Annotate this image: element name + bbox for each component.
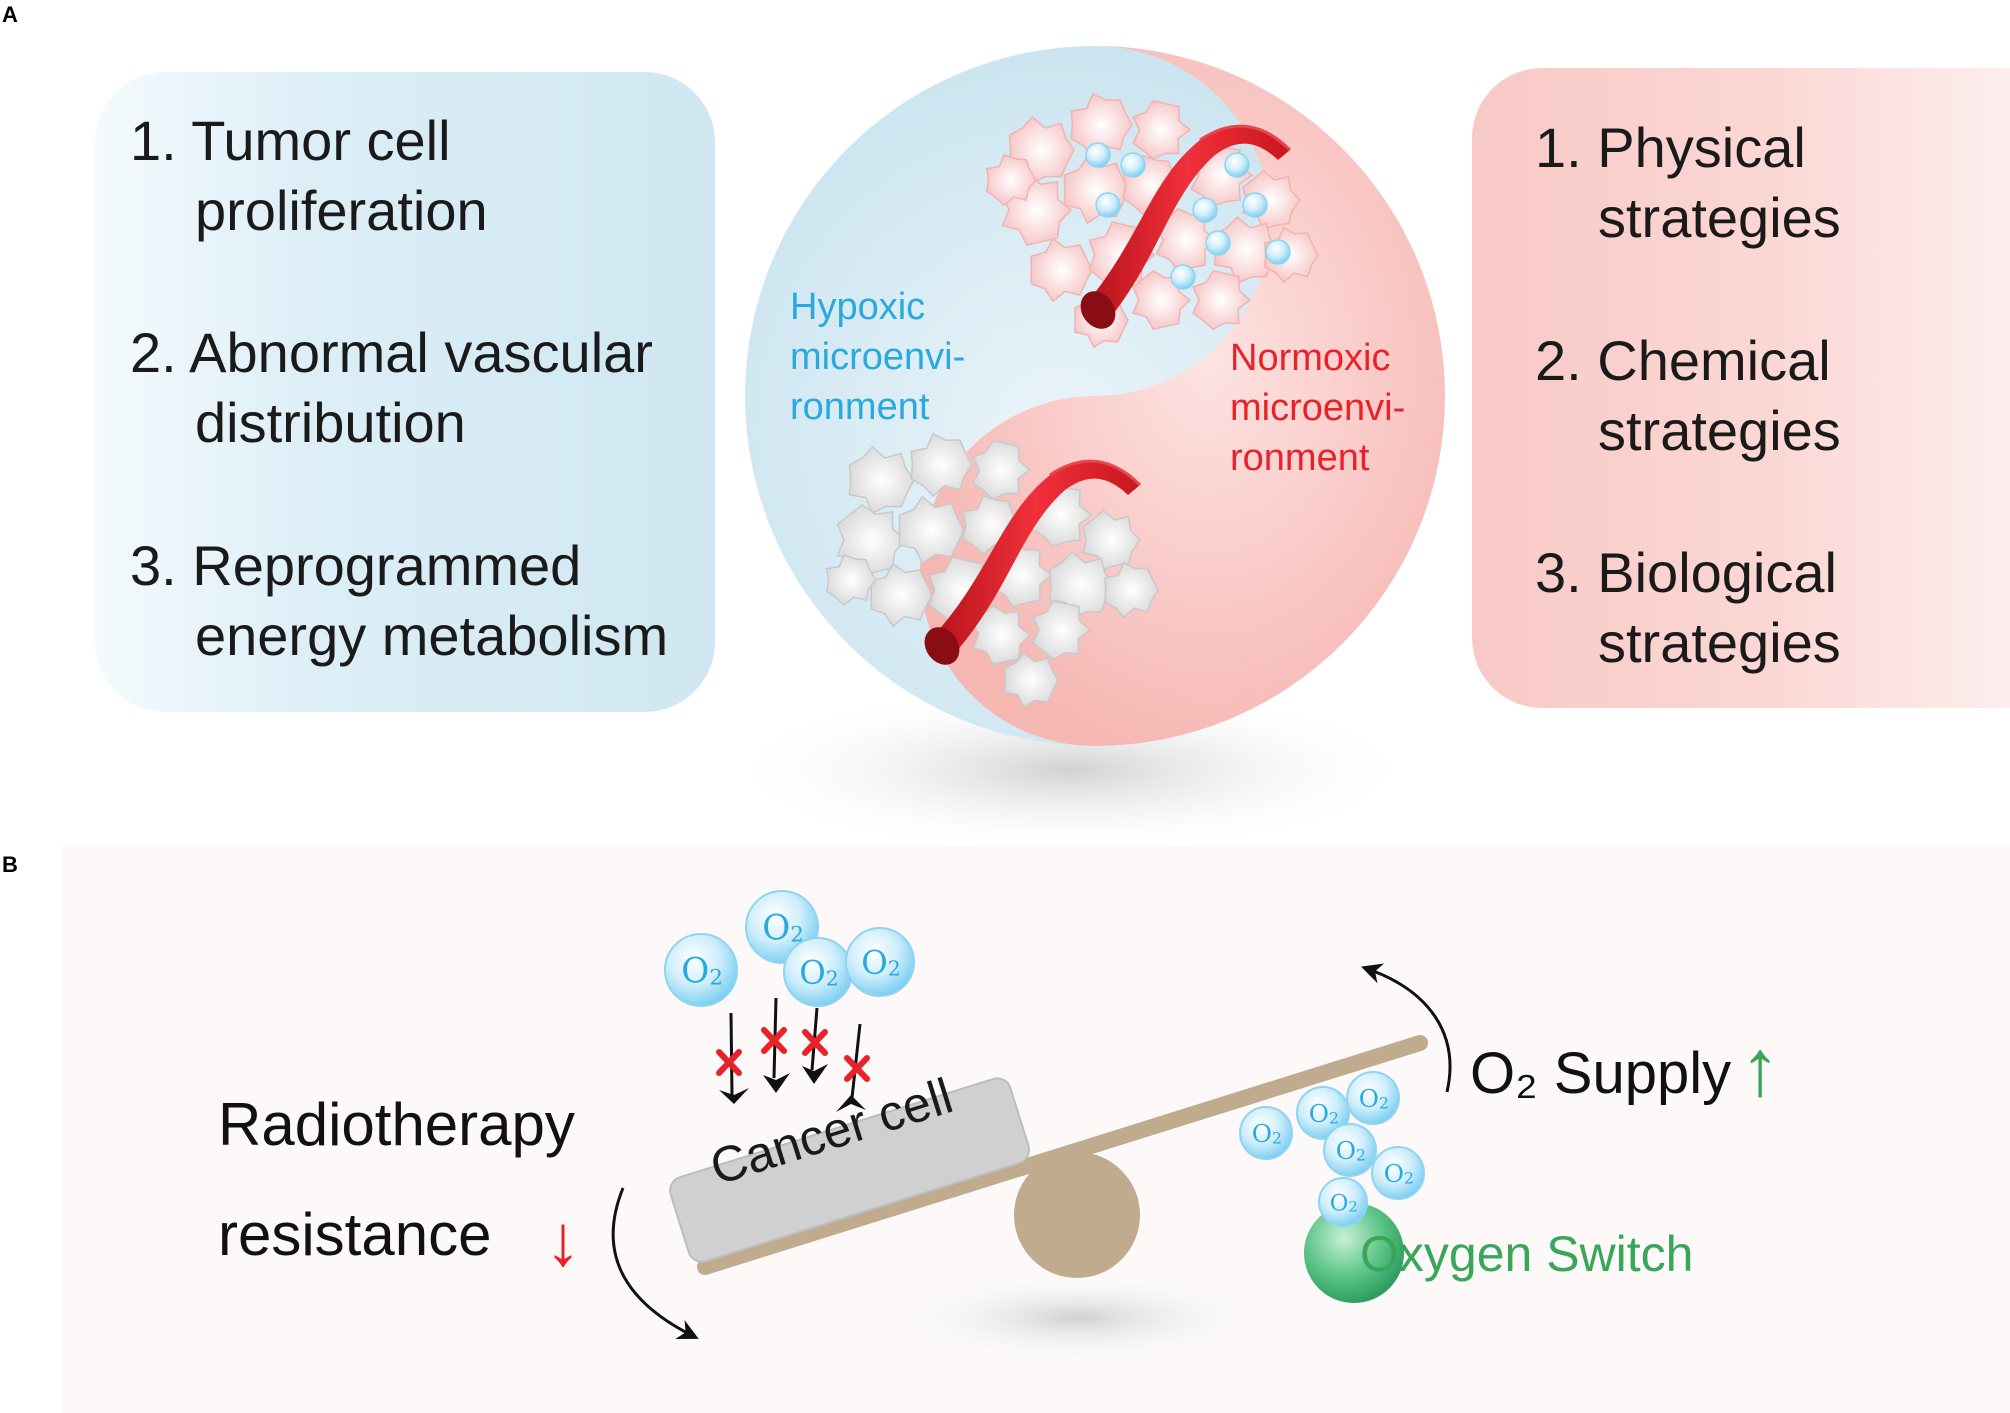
strategies-box	[1472, 68, 2010, 708]
o2-molecule: O2	[1239, 1106, 1293, 1160]
seesaw-plank	[697, 1035, 1428, 1275]
tumor-cell	[910, 432, 973, 498]
oxygen-bubble	[1095, 192, 1121, 218]
cause-1-line-1: 1. Tumor cell	[130, 109, 451, 172]
seesaw-fulcrum	[1014, 1152, 1140, 1278]
tumor-cell	[848, 445, 915, 515]
o2-molecule: O2	[1323, 1123, 1377, 1177]
oxygen-bubble	[1265, 239, 1291, 265]
oxygen-bubble	[1120, 152, 1146, 178]
cause-3-line-1: 3. Reprogrammed	[130, 534, 582, 597]
oxygen-bubble	[1170, 264, 1196, 290]
tumor-cell	[971, 439, 1032, 501]
radiotherapy-label: Radiotherapy	[218, 1091, 575, 1158]
o2-supply-label: O₂ Supply	[1470, 1040, 1731, 1107]
panel-label-a: A	[2, 2, 18, 27]
resistance-down-arrow: ↓	[545, 1201, 581, 1281]
normoxic-blood-vessel	[1080, 124, 1292, 329]
resistance-label: resistance	[218, 1201, 492, 1268]
hypoxic-label-line-2: microenvi-	[790, 336, 966, 378]
down-rotation-arrow	[611, 1187, 699, 1339]
tumor-cell	[870, 562, 933, 628]
svg-text:O2: O2	[681, 952, 723, 992]
oxygen-bubble	[1192, 197, 1218, 223]
tumor-cell	[825, 553, 877, 607]
tumor-cell	[898, 495, 965, 565]
tumor-cell	[1191, 269, 1252, 331]
up-rotation-arrow	[1361, 963, 1452, 1093]
tumor-cell	[836, 503, 908, 576]
causes-box	[95, 72, 715, 712]
strategy-2-line-2: strategies	[1598, 399, 1841, 462]
strategy-3-line-2: strategies	[1598, 611, 1841, 674]
seesaw-shadow	[888, 1273, 1268, 1363]
normoxic-cell-cluster	[985, 92, 1319, 349]
hypoxic-label-line-1: Hypoxic	[790, 286, 926, 328]
o2-molecule: O2	[783, 937, 853, 1007]
hypoxic-cell-cluster	[825, 432, 1159, 709]
normoxic-label-line-1: Normoxic	[1230, 337, 1391, 379]
tumor-cell	[1031, 599, 1092, 661]
o2-molecule: O2	[664, 933, 738, 1007]
strategy-2-line-1: 2. Chemical	[1535, 329, 1831, 392]
hypoxic-label-line-3: ronment	[790, 386, 930, 428]
oxygen-bubble	[1205, 230, 1231, 256]
o2-molecule: O2	[845, 927, 915, 997]
cause-1-line-2: proliferation	[195, 179, 488, 242]
cancer-cell-block	[669, 1077, 1031, 1263]
hypoxic-blood-vessel	[924, 459, 1142, 665]
blocked-oxygen-arrows	[716, 997, 870, 1112]
tumor-cell	[985, 153, 1037, 207]
o2-molecule: O2	[1296, 1086, 1350, 1140]
oxygen-bubble	[1224, 152, 1250, 178]
yin-yang-shadow	[720, 685, 1420, 855]
o2-supply-prefix: O₂	[1470, 1041, 1538, 1106]
tumor-cell	[1030, 237, 1093, 303]
cause-2-line-1: 2. Abnormal vascular	[130, 321, 653, 384]
cause-3-line-2: energy metabolism	[195, 604, 669, 667]
tumor-cell	[1131, 99, 1192, 161]
tumor-cell	[971, 604, 1032, 666]
tumor-cell	[1004, 651, 1059, 709]
oxygen-bubble	[1085, 142, 1111, 168]
panel-label-b: B	[2, 852, 18, 877]
svg-text:O2: O2	[799, 954, 838, 992]
strategy-1-line-2: strategies	[1598, 186, 1841, 249]
oxygen-switch-label: Oxygen Switch	[1360, 1226, 1694, 1282]
o2-supply-text: Supply	[1537, 1041, 1732, 1106]
o2-molecule: O2	[745, 890, 819, 964]
supply-up-arrow: ↑	[1740, 1023, 1780, 1112]
oxygen-bubble	[1242, 192, 1268, 218]
normoxic-label-line-2: microenvi-	[1230, 387, 1406, 429]
normoxic-label-line-3: ronment	[1230, 437, 1370, 479]
tumor-cell	[1070, 92, 1133, 158]
o2-molecule: O2	[1318, 1177, 1368, 1227]
tumor-cell	[1048, 550, 1115, 620]
cause-2-line-2: distribution	[195, 391, 466, 454]
strategy-3-line-1: 3. Biological	[1535, 541, 1837, 604]
strategy-1-line-1: 1. Physical	[1535, 116, 1806, 179]
normoxic-oxygen-bubbles	[1085, 142, 1291, 290]
o2-molecule: O2	[1346, 1071, 1400, 1125]
oxygen-switch-sphere	[1304, 1203, 1404, 1303]
tumor-cell	[1104, 561, 1159, 619]
o2-molecule: O2	[1371, 1146, 1425, 1200]
